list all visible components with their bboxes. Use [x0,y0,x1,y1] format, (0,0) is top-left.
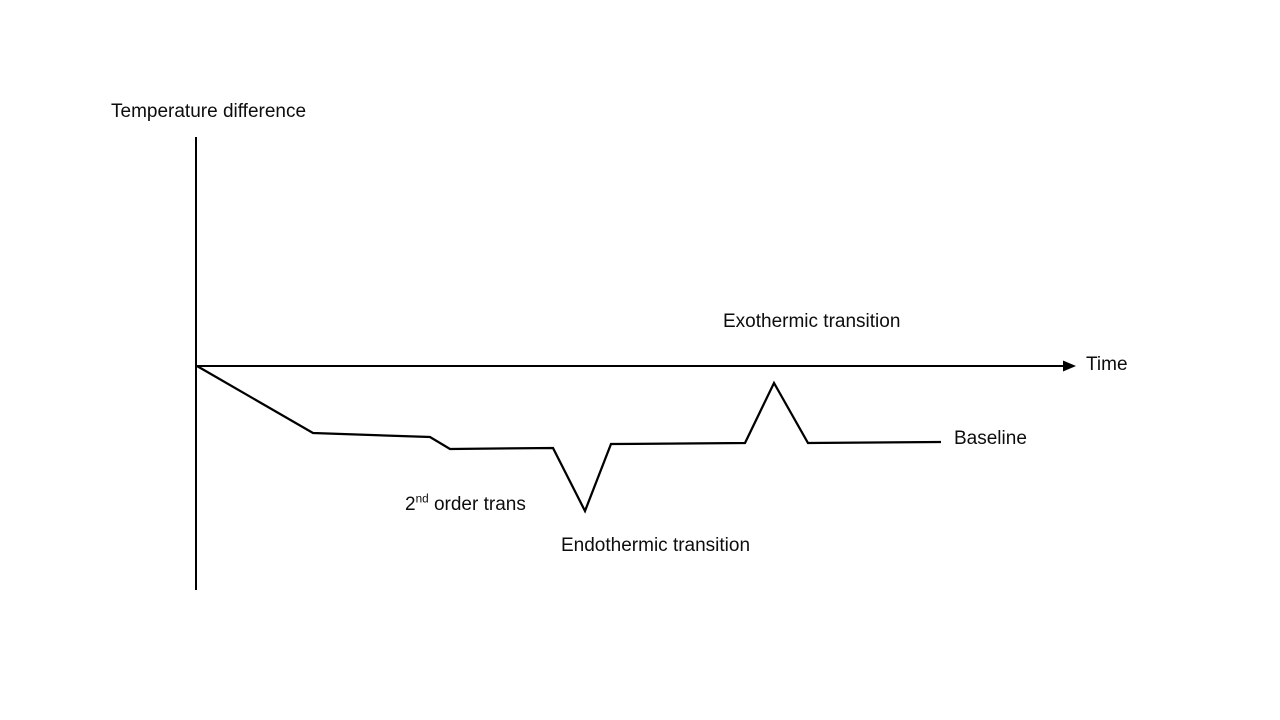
second-order-superscript: nd [415,492,429,506]
endothermic-transition-label: Endothermic transition [561,535,751,556]
second-order-transition-label: 2nd order trans [405,492,526,515]
exothermic-transition-label: Exothermic transition [723,311,901,332]
second-order-rest: order trans [428,494,526,515]
y-axis-label: Temperature difference [111,101,307,122]
second-order-prefix: 2 [405,494,416,515]
x-axis-label: Time [1086,354,1128,375]
baseline-label: Baseline [954,428,1027,449]
x-axis-arrowhead-icon [1063,360,1076,372]
dta-curve [196,365,942,514]
